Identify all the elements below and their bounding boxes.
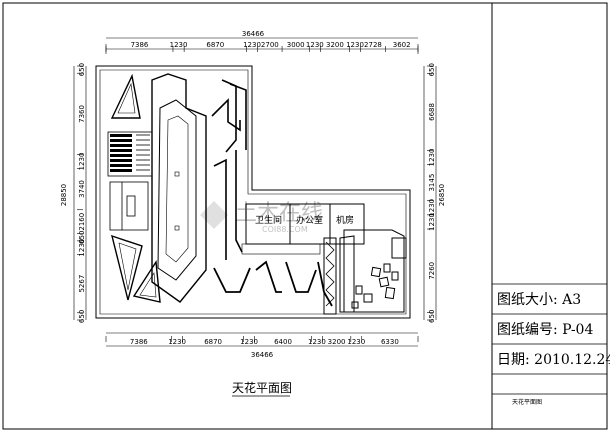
dimension-right [423, 65, 437, 321]
central-ceiling [151, 73, 207, 303]
dim-left-total: 28850 [60, 184, 68, 206]
dims-top-label: 3000 [287, 41, 305, 49]
rooms-block [241, 203, 365, 255]
dims-top-label: 1230 [170, 41, 188, 49]
drawing-title: 天花平面图 [232, 380, 292, 395]
title-block [492, 283, 607, 395]
date-label: 日期: 2010.12.24 [497, 352, 610, 368]
dims-top-label: 2728 [364, 41, 382, 49]
dims-right-label: 6688 [428, 103, 436, 121]
room-machine-label: 机房 [336, 214, 354, 226]
dims-left-label: 3740 [78, 180, 86, 198]
bottom-zigzag-lights [213, 260, 333, 307]
dims-left-label: 2160 [78, 213, 86, 231]
dims-right-label: 3145 [428, 174, 436, 192]
watermark-logo-icon [200, 201, 228, 229]
dims-left-label: 1230 [78, 239, 86, 257]
stair-step [110, 159, 132, 162]
dims-top-label: 7386 [131, 41, 149, 49]
footer-title-label: 天花平面图 [512, 398, 542, 406]
dims-top-label: 1230 [306, 41, 324, 49]
zigzag-light-lines [211, 79, 247, 260]
dims-top-label: 6870 [206, 41, 224, 49]
watermark: 土木在线 COI88.COM [200, 201, 323, 234]
dims-bottom-label: 6400 [274, 338, 292, 346]
dimension-top [105, 37, 419, 54]
dims-bottom-label: 1230 [347, 338, 365, 346]
stair-step [110, 169, 132, 172]
stair-step [110, 164, 132, 167]
dims-top-label: 1230 [243, 41, 261, 49]
dims-top-label: 1230 [346, 41, 364, 49]
room-office-label: 办公室 [296, 214, 323, 226]
building-outline [95, 65, 411, 319]
stair-block [107, 131, 153, 177]
decor-room-right [343, 229, 407, 313]
dims-right-label: 1230 [428, 213, 436, 231]
dims-left-label: 650 [78, 63, 86, 76]
dims-top-label: 3602 [393, 41, 411, 49]
ceiling-triangles-left [110, 73, 161, 303]
stair-step [110, 154, 132, 157]
dim-top-total: 36466 [242, 30, 265, 38]
dims-bottom-label: 7386 [130, 338, 148, 346]
dim-bottom-total: 36466 [251, 351, 274, 359]
dims-bottom-label: 3200 [328, 338, 346, 346]
dimension-bottom [105, 332, 419, 347]
watermark-text: 土木在线 [235, 201, 323, 226]
dims-right-label: 650 [428, 63, 436, 76]
dims-bottom-label: 1230 [308, 338, 326, 346]
dims-right-label: 1230 [428, 149, 436, 167]
small-room-left [109, 181, 149, 231]
dims-left-label: 650 [78, 310, 86, 323]
dims-bottom-label: 6330 [381, 338, 399, 346]
dims-left-label: 650 [78, 231, 86, 244]
stair-step [110, 144, 132, 147]
dims-top-label: 2700 [261, 41, 279, 49]
dims-bottom-label: 1230 [168, 338, 186, 346]
dims-bottom-label: 6870 [204, 338, 222, 346]
dim-right-total: 26850 [438, 184, 446, 206]
watermark-sub: COI88.COM [262, 225, 308, 234]
dimension-left [73, 65, 87, 321]
dims-right-label: 7260 [428, 262, 436, 280]
stair-step [110, 134, 132, 137]
room-bathroom-label: 卫生间 [255, 214, 282, 226]
dims-right-label: 650 [428, 310, 436, 323]
drawing-number-label: 图纸编号: P-04 [497, 322, 593, 338]
dims-left-label: 1230 [78, 153, 86, 171]
feature-wall [323, 235, 355, 315]
dims-top-label: 3200 [326, 41, 344, 49]
dims-left-label: 7360 [78, 105, 86, 123]
dims-right-label: 1230 [428, 199, 436, 217]
paper-size-label: 图纸大小: A3 [497, 292, 581, 308]
dims-bottom-label: 1230 [240, 338, 258, 346]
stair-step [110, 149, 132, 152]
dims-left-label: 5267 [78, 275, 86, 293]
stair-step [110, 139, 132, 142]
